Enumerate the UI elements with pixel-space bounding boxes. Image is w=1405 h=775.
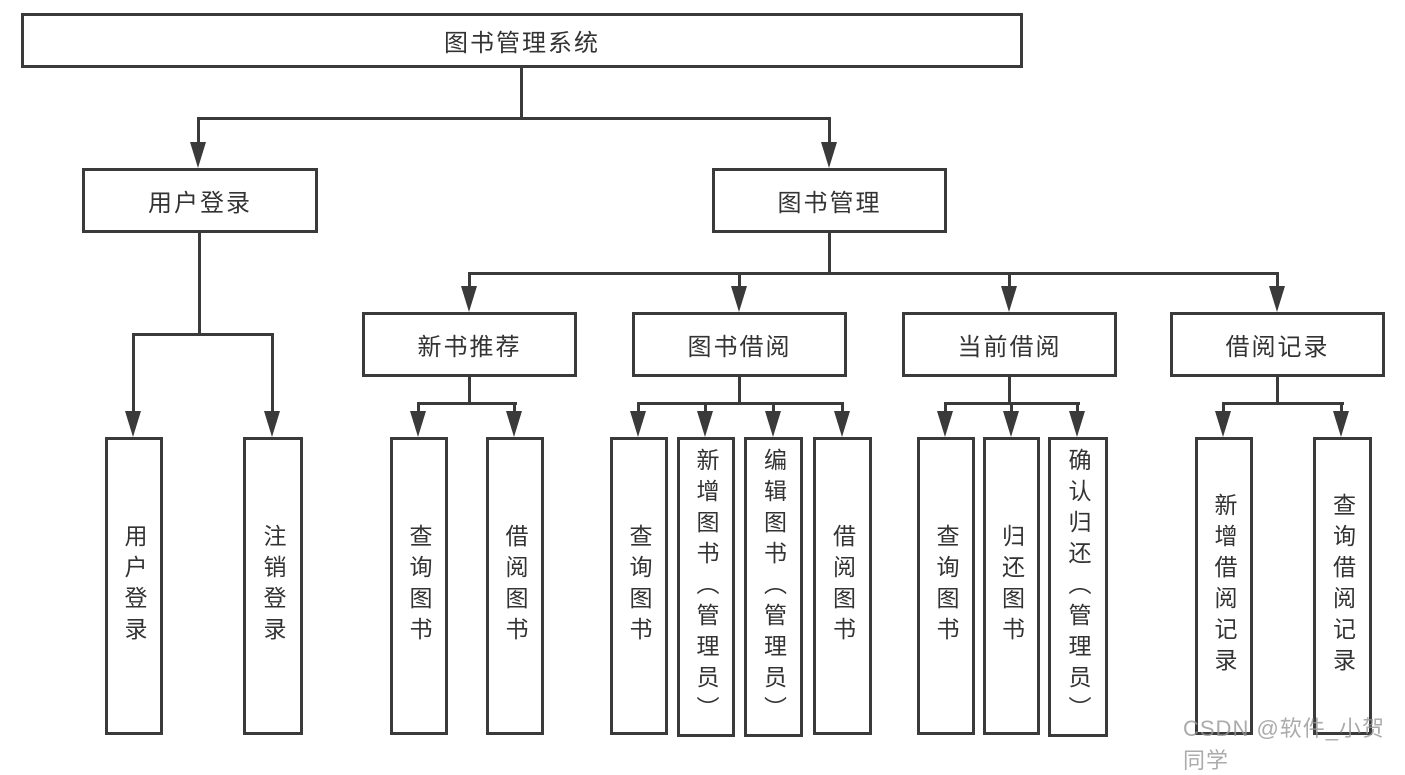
arrowhead-down-icon [834,411,850,437]
node-borrowing-records: 借阅记录 [1170,312,1385,377]
node-book-borrowing: 图书借阅 [632,312,847,377]
connector-stem [1010,402,1013,414]
connector-bar [637,402,844,405]
connector-stem [417,402,420,414]
connector-user-login-bar [132,333,274,336]
arrowhead-down-icon [1215,411,1231,437]
leaf-query-books: 查询图书 [390,437,448,735]
connector-stem [738,272,741,288]
node-root-library-system: 图书管理系统 [21,13,1023,68]
leaf-query-books: 查询图书 [917,437,975,735]
arrowhead-down-icon [190,142,206,168]
connector-l2-stem-right [828,117,831,145]
connector-user-login-stub [198,233,201,335]
connector-stem [772,402,775,414]
leaf-confirm-return-admin: 确认归还（管理员） [1048,437,1108,737]
leaf-return-books: 归还图书 [983,437,1040,735]
connector-root-stub [520,68,523,118]
node-new-book-recommendation: 新书推荐 [362,312,577,377]
arrowhead-down-icon [630,411,646,437]
connector-stem [513,402,516,414]
connector-book-mgmt-stub [828,233,831,274]
connector-stem [841,402,844,414]
arrowhead-down-icon [461,286,477,312]
node-book-management: 图书管理 [712,168,947,233]
connector-stem [1276,272,1279,288]
connector-stem [1222,402,1225,414]
connector-bar [1222,402,1344,405]
node-current-borrowing: 当前借阅 [902,312,1117,377]
arrowhead-down-icon [937,411,953,437]
arrowhead-down-icon [1003,411,1019,437]
connector-l3-bar [468,272,1279,275]
arrowhead-down-icon [1069,411,1085,437]
arrowhead-down-icon [731,286,747,312]
leaf-user-login: 用户登录 [105,437,163,735]
leaf-query-borrow-record: 查询借阅记录 [1313,437,1372,735]
arrowhead-down-icon [765,411,781,437]
connector-l2-bar [197,117,831,120]
leaf-borrow-books: 借阅图书 [813,437,872,735]
leaf-query-books: 查询图书 [610,437,668,735]
leaf-logout: 注销登录 [243,437,303,735]
node-user-login: 用户登录 [82,168,318,233]
arrowhead-down-icon [1269,286,1285,312]
connector-stem [637,402,640,414]
leaf-edit-books-admin: 编辑图书（管理员） [744,437,803,737]
connector-stub [1276,377,1279,404]
leaf-add-books-admin: 新增图书（管理员） [677,437,735,737]
connector-stem [1340,402,1343,414]
arrowhead-down-icon [125,411,141,437]
arrowhead-down-icon [1001,286,1017,312]
watermark: CSDN @软件_小贺同学 [1183,716,1386,773]
connector-l2-stem-left [197,117,200,145]
connector-stub [738,377,741,404]
connector-stem [1008,272,1011,288]
arrowhead-down-icon [821,142,837,168]
connector-stem [132,333,135,413]
arrowhead-down-icon [697,411,713,437]
connector-stem [704,402,707,414]
arrowhead-down-icon [1333,411,1349,437]
connector-stem [468,272,471,288]
arrowhead-down-icon [506,411,522,437]
arrowhead-down-icon [264,411,280,437]
connector-stem [944,402,947,414]
leaf-borrow-books: 借阅图书 [486,437,544,735]
connector-stub [1008,377,1011,404]
connector-stem [1076,402,1079,414]
leaf-add-borrow-record: 新增借阅记录 [1195,437,1253,735]
arrowhead-down-icon [410,411,426,437]
connector-stub [468,377,471,404]
connector-bar [417,402,517,405]
diagram-canvas: 图书管理系统 用户登录 图书管理 新书推荐 图书借阅 当前借阅 借阅记录 [21,13,1385,773]
connector-stem [271,333,274,413]
